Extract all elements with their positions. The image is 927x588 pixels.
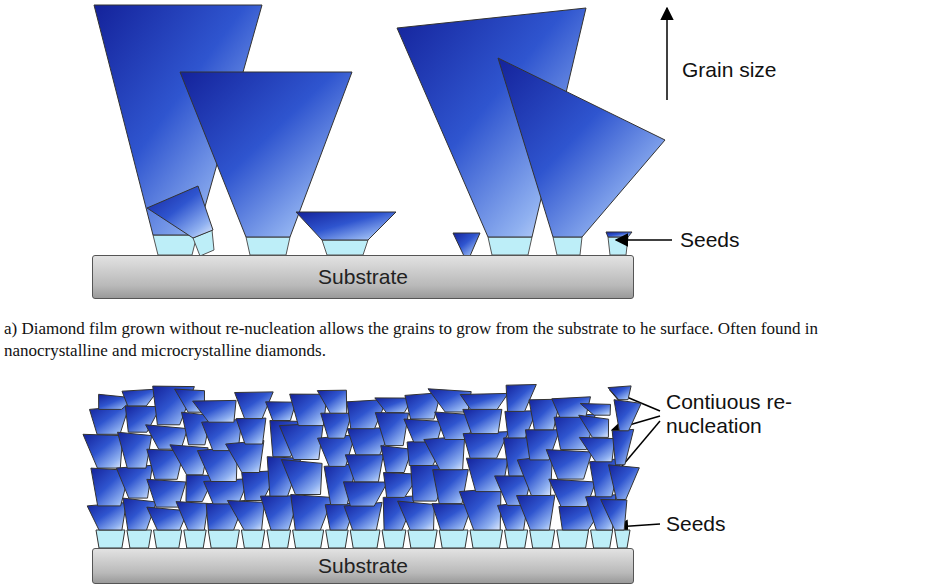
grain [236,418,266,444]
seed [439,530,468,548]
seed [154,530,182,548]
seeds-pointer [616,239,672,241]
seed [326,530,349,548]
substrate-label: Substrate [318,554,408,578]
grain [94,5,665,256]
grain [579,415,609,437]
grain [424,436,465,470]
seed [382,530,406,548]
grain [398,501,435,530]
grain [227,501,264,531]
grain [612,429,634,464]
seed [96,530,125,548]
seed [208,530,239,548]
grain [601,500,627,531]
renucleated-grains [83,385,641,549]
seed [505,530,528,548]
seed [241,530,265,548]
seed [350,530,380,548]
grain [226,441,264,473]
seed [293,530,324,548]
grain [546,450,592,480]
grain [608,386,631,400]
axis-label: Grain size [682,58,882,82]
grain [87,503,126,531]
grain [83,434,123,468]
grain [176,502,208,530]
grain [609,465,640,500]
substrate-bar: Substrate [92,548,634,584]
seed [530,530,555,548]
grain [375,413,408,446]
grain [345,455,383,482]
grain [193,400,237,422]
grain [90,406,130,435]
seeds-label: Seeds [666,512,866,536]
grain [463,432,509,459]
seed [184,530,206,548]
substrate-bar: Substrate [92,255,634,299]
grain [614,400,641,431]
grain [266,402,296,421]
renucleation-label: Contiuous re-nucleation [666,390,796,438]
grain [317,390,346,413]
grain [517,456,552,496]
grain [579,437,615,461]
grain [290,394,327,426]
substrate-label: Substrate [318,265,408,289]
grain [321,413,352,438]
grain [463,409,502,433]
grain [459,488,501,530]
grain [343,482,387,506]
grain [517,495,555,530]
seed [557,530,589,548]
seed [267,530,291,548]
grain [279,423,323,459]
grain [580,404,610,416]
figure-caption: a) Diamond film grown without re-nucleat… [4,318,884,362]
seeds-label: Seeds [680,228,880,252]
seed [615,530,630,548]
grain [204,479,250,504]
seed [470,530,503,548]
grain-size-arrow [666,8,668,100]
grain [460,393,508,409]
seed [591,530,613,548]
seed [408,530,437,548]
grain [281,460,322,495]
seed [127,530,152,548]
